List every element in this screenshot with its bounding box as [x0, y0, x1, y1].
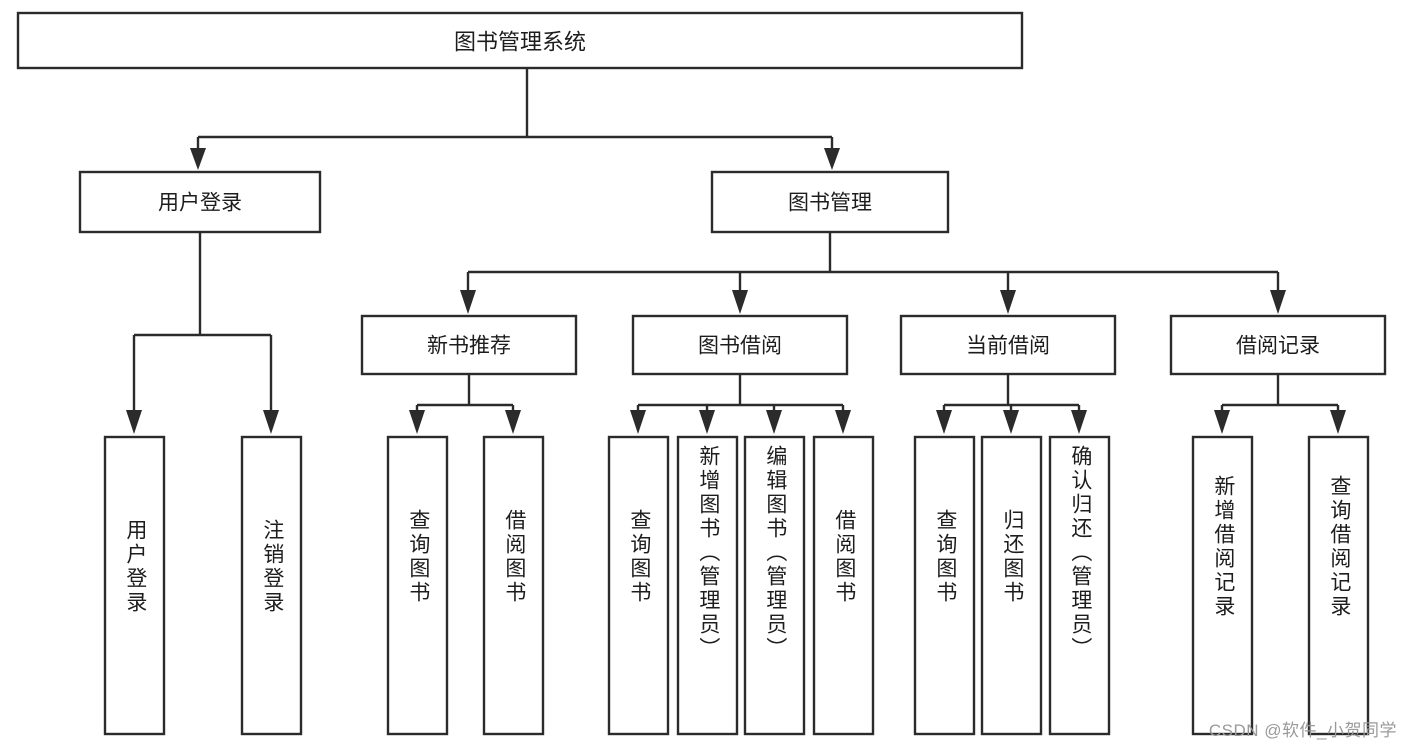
leaf-box-book-borrow-3[interactable] [812, 435, 875, 736]
node-root-label: 图书管理系统 [454, 30, 586, 55]
arrow-head-br-leaf-0 [1214, 410, 1230, 434]
leaf-box-current-borrow-1[interactable] [980, 435, 1043, 736]
leaf-box-book-borrow-0[interactable] [607, 435, 670, 736]
arrow-head-cb-leaf-2 [1071, 410, 1087, 434]
leaf-box-book-borrow-2[interactable] [743, 435, 806, 736]
node-root[interactable]: 图书管理系统 [16, 11, 1024, 70]
arrow-head-book-borrow [732, 290, 748, 314]
leaf-box-new-book-1[interactable] [482, 435, 545, 736]
node-borrow-record-box[interactable] [1169, 314, 1387, 376]
arrow-head-borrow-record [1270, 290, 1286, 314]
node-book-borrow-label: 图书借阅 [698, 335, 782, 358]
node-user-login-label: 用户登录 [158, 192, 242, 215]
arrow-head-user-login [190, 148, 206, 170]
node-new-book-box[interactable] [360, 314, 578, 376]
leaf-box-user-login-0[interactable] [103, 435, 166, 736]
connector-book-borrow-to-leaves [630, 374, 851, 434]
connector-root-to-level2 [190, 68, 840, 170]
arrow-head-bb-leaf-0 [630, 410, 646, 434]
arrow-head-bb-leaf-3 [835, 410, 851, 434]
arrow-head-ul-leaf-0 [126, 410, 142, 434]
connector-book-manage-to-level3 [460, 232, 1286, 314]
arrow-head-br-leaf-1 [1330, 410, 1346, 434]
arrow-head-cb-leaf-1 [1003, 410, 1019, 434]
node-book-manage[interactable]: 图书管理 [710, 170, 950, 234]
node-borrow-record-label: 借阅记录 [1236, 335, 1320, 358]
arrow-head-bb-leaf-1 [699, 410, 715, 434]
leaf-box-borrow-record-1[interactable] [1307, 435, 1370, 736]
node-book-borrow-box[interactable] [631, 314, 849, 376]
connector-new-book-to-leaves [409, 374, 521, 434]
connector-current-borrow-to-leaves [936, 374, 1087, 434]
node-new-book[interactable]: 新书推荐 [360, 314, 578, 376]
connector-borrow-record-to-leaves [1214, 374, 1346, 434]
node-root-box[interactable] [16, 11, 1024, 70]
node-new-book-label: 新书推荐 [427, 335, 511, 358]
node-current-borrow[interactable]: 当前借阅 [899, 314, 1117, 376]
node-user-login[interactable]: 用户登录 [78, 170, 322, 234]
arrow-head-current-borrow [1000, 290, 1016, 314]
node-borrow-record[interactable]: 借阅记录 [1169, 314, 1387, 376]
arrow-head-book-manage [824, 148, 840, 170]
arrow-head-new-book [460, 290, 476, 314]
leaf-box-borrow-record-0[interactable] [1191, 435, 1254, 736]
leaf-box-current-borrow-0[interactable] [913, 435, 976, 736]
leaf-box-new-book-0[interactable] [386, 435, 449, 736]
watermark-text: CSDN @软件_小贺同学 [1208, 721, 1397, 740]
arrow-head-ul-leaf-1 [263, 410, 279, 434]
arrow-head-nb-leaf-0 [409, 410, 425, 434]
node-book-borrow[interactable]: 图书借阅 [631, 314, 849, 376]
node-current-borrow-label: 当前借阅 [966, 335, 1050, 358]
leaf-box-user-login-1[interactable] [240, 435, 303, 736]
leaf-box-current-borrow-2[interactable] [1048, 435, 1111, 736]
arrow-head-nb-leaf-1 [505, 410, 521, 434]
connector-user-login-to-leaves [126, 232, 279, 434]
arrow-head-bb-leaf-2 [766, 410, 782, 434]
arrow-head-cb-leaf-0 [936, 410, 952, 434]
node-current-borrow-box[interactable] [899, 314, 1117, 376]
node-book-manage-box[interactable] [710, 170, 950, 234]
leaf-box-book-borrow-1[interactable] [676, 435, 739, 736]
node-book-manage-label: 图书管理 [788, 192, 872, 215]
